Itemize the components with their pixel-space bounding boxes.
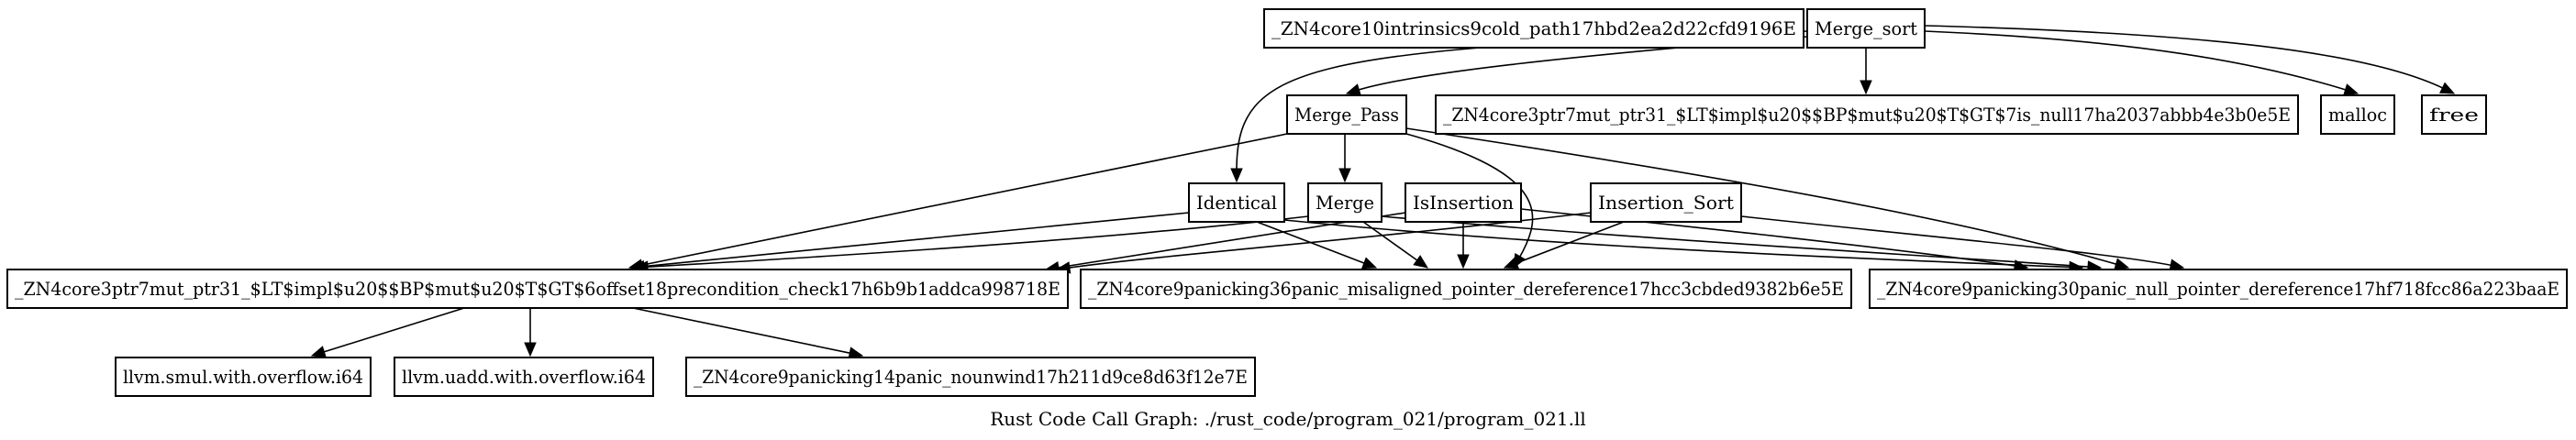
edge-line bbox=[1283, 219, 2072, 269]
edge-line bbox=[1067, 212, 1592, 270]
edge-line bbox=[645, 215, 1309, 269]
node-box bbox=[115, 357, 372, 397]
node-box bbox=[2421, 94, 2487, 135]
node-label: Merge_Pass bbox=[1294, 104, 1399, 126]
node-smul: llvm.smul.with.overflow.i64 bbox=[115, 357, 372, 397]
node-box bbox=[1590, 182, 1742, 223]
node-merge: Merge bbox=[1307, 182, 1382, 223]
node-panic-nounwind: _ZN4core9panicking14panic_nounwind17h211… bbox=[685, 357, 1256, 397]
node-label: Insertion_Sort bbox=[1598, 192, 1734, 214]
node-is-null: _ZN4core3ptr7mut_ptr31_$LT$impl$u20$$BP$… bbox=[1435, 94, 2299, 135]
node-panic-null: _ZN4core9panicking30panic_null_pointer_d… bbox=[1869, 269, 2568, 309]
arrowhead bbox=[1338, 168, 1351, 183]
edge-line bbox=[1381, 215, 2091, 268]
arrowhead bbox=[1457, 254, 1470, 270]
arrowhead bbox=[1230, 168, 1243, 183]
edge-merge_sort-to-free bbox=[1924, 25, 2456, 94]
node-label: free bbox=[2429, 104, 2479, 126]
arrowhead bbox=[1345, 83, 1361, 96]
node-label: _ZN4core10intrinsics9cold_path17hbd2ea2d… bbox=[1271, 17, 1796, 39]
node-is-insertion: IsInsertion bbox=[1405, 182, 1522, 223]
node-box bbox=[6, 269, 1069, 309]
edge-line bbox=[1405, 127, 2118, 266]
node-label: Identical bbox=[1196, 192, 1277, 214]
node-box bbox=[685, 357, 1256, 397]
node-label: _ZN4core3ptr7mut_ptr31_$LT$impl$u20$$BP$… bbox=[15, 278, 1060, 300]
node-box bbox=[1869, 269, 2568, 309]
node-panic-misaligned: _ZN4core9panicking36panic_misaligned_poi… bbox=[1080, 269, 1852, 309]
node-label: Merge bbox=[1316, 192, 1374, 214]
node-box bbox=[1307, 182, 1382, 223]
edge-line bbox=[1405, 133, 1534, 258]
arrowhead bbox=[1503, 257, 1519, 270]
node-offset-check: _ZN4core3ptr7mut_ptr31_$LT$impl$u20$$BP$… bbox=[6, 269, 1069, 309]
node-box bbox=[1263, 8, 1804, 49]
node-uadd: llvm.uadd.with.overflow.i64 bbox=[394, 357, 654, 397]
arrowhead bbox=[1860, 80, 1872, 95]
edge-merge-to-panic_misaligned bbox=[1362, 221, 1429, 269]
edge-line bbox=[632, 307, 852, 355]
edge-line bbox=[1924, 30, 2348, 92]
edge-merge_pass-to-merge bbox=[1338, 134, 1351, 183]
arrowhead bbox=[2114, 258, 2130, 270]
arrowhead bbox=[1413, 255, 1429, 269]
arrowhead bbox=[1361, 257, 1378, 270]
node-merge-pass: Merge_Pass bbox=[1286, 94, 1407, 135]
node-box bbox=[1405, 182, 1522, 223]
node-cold-path: _ZN4core10intrinsics9cold_path17hbd2ea2d… bbox=[1263, 8, 1804, 49]
node-box bbox=[2320, 94, 2395, 135]
node-merge-sort: Merge_sort bbox=[1806, 8, 1926, 49]
node-label: IsInsertion bbox=[1413, 192, 1514, 214]
node-label: llvm.smul.with.overflow.i64 bbox=[123, 366, 363, 388]
edge-merge_sort-to-malloc bbox=[1924, 30, 2359, 96]
edge-line bbox=[1740, 215, 2173, 267]
node-malloc: malloc bbox=[2320, 94, 2395, 135]
node-box bbox=[1435, 94, 2299, 135]
arrowhead bbox=[524, 342, 537, 358]
edge-line bbox=[639, 133, 1288, 267]
edge-offset_check-to-smul bbox=[310, 307, 465, 358]
node-insertion-sort: Insertion_Sort bbox=[1590, 182, 1742, 223]
edge-merge_pass-to-panic_null bbox=[1405, 127, 2130, 270]
edge-line bbox=[1514, 221, 1625, 265]
node-box bbox=[1806, 8, 1926, 49]
arrowhead bbox=[2343, 83, 2359, 96]
node-label: _ZN4core9panicking30panic_null_pointer_d… bbox=[1877, 278, 2559, 300]
node-box bbox=[394, 357, 654, 397]
edge-insertion_sort-to-panic_misaligned bbox=[1503, 221, 1625, 270]
nodes-layer: _ZN4core10intrinsics9cold_path17hbd2ea2d… bbox=[6, 8, 2568, 397]
node-label: malloc bbox=[2328, 104, 2387, 126]
edge-merge_sort-to-is_null bbox=[1860, 48, 1872, 95]
node-label: Merge_sort bbox=[1815, 17, 1917, 39]
arrowhead bbox=[2439, 82, 2456, 94]
node-box bbox=[1080, 269, 1852, 309]
edges-layer bbox=[310, 25, 2456, 359]
edge-line bbox=[322, 307, 465, 354]
edge-line bbox=[1924, 25, 2445, 90]
node-identical: Identical bbox=[1188, 182, 1285, 223]
node-label: _ZN4core9panicking36panic_misaligned_poi… bbox=[1088, 278, 1844, 300]
node-label: llvm.uadd.with.overflow.i64 bbox=[402, 366, 646, 388]
edge-line bbox=[1362, 221, 1419, 262]
node-box bbox=[1188, 182, 1285, 223]
node-box bbox=[1286, 94, 1407, 135]
node-label: _ZN4core9panicking14panic_nounwind17h211… bbox=[694, 366, 1248, 388]
edge-line bbox=[641, 212, 1190, 268]
node-label: _ZN4core3ptr7mut_ptr31_$LT$impl$u20$$BP$… bbox=[1443, 104, 2291, 126]
edge-offset_check-to-uadd bbox=[524, 308, 537, 358]
node-free: free bbox=[2421, 94, 2487, 135]
graph-caption: Rust Code Call Graph: ./rust_code/progra… bbox=[990, 408, 1586, 430]
arrowhead bbox=[310, 346, 327, 358]
